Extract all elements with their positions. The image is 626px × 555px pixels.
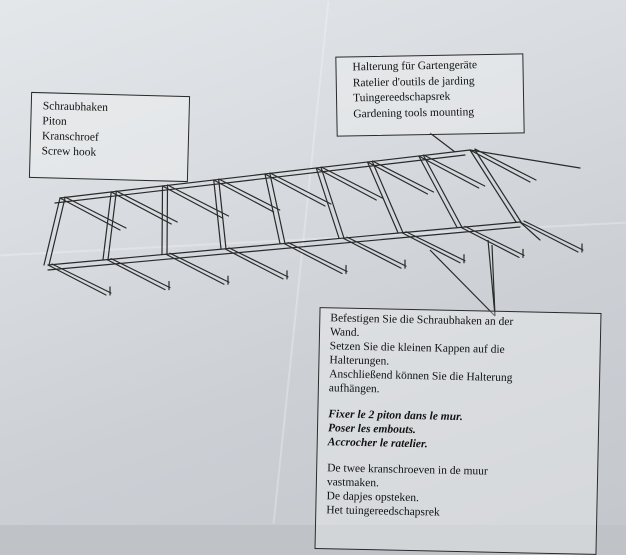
pointer-line <box>487 239 496 317</box>
lower-prong <box>51 263 112 294</box>
frame-post <box>320 167 345 239</box>
bottom-rail <box>47 226 521 271</box>
lower-prong <box>519 221 579 253</box>
tool-prong <box>115 190 178 223</box>
pointer-line <box>429 132 456 153</box>
tool-prong <box>218 178 281 211</box>
lower-prong <box>460 226 520 258</box>
lower-prong <box>283 242 343 275</box>
tool-prong <box>423 154 486 187</box>
lower-prong <box>401 232 461 264</box>
lower-prong <box>342 237 402 269</box>
frame-post <box>43 197 61 266</box>
frame-post <box>423 155 463 228</box>
lower-prong <box>228 247 289 278</box>
frame-post <box>218 179 227 250</box>
tool-prong <box>320 166 383 199</box>
lower-prong <box>165 253 225 285</box>
frame-post <box>371 161 404 234</box>
tool-prong <box>166 184 230 217</box>
tool-prong <box>64 196 127 229</box>
pointer-line <box>491 244 496 317</box>
tool-prong <box>371 160 435 193</box>
mounting-instructions: Befestigen Sie die Schraubhaken an der W… <box>314 307 602 555</box>
frame-post <box>474 149 522 223</box>
frame-post <box>166 185 169 255</box>
lower-prong <box>106 259 166 291</box>
tool-prong <box>161 185 224 219</box>
lower-prong <box>47 264 107 296</box>
rack-illustration <box>43 132 584 317</box>
lower-prong <box>346 236 407 267</box>
tool-prong <box>418 155 480 189</box>
tool-prong <box>213 179 275 213</box>
frame-post <box>366 161 399 234</box>
pointer-line <box>429 249 496 317</box>
lower-prong <box>464 225 525 256</box>
frame-post <box>161 185 164 255</box>
tool-prong <box>366 161 429 195</box>
frame-post <box>213 179 222 250</box>
frame-post <box>264 173 281 245</box>
tool-rack-label: Halterung für Gartengeräte Ratelier d'ou… <box>335 53 525 137</box>
lower-prong <box>287 241 348 273</box>
frame-post <box>107 191 117 261</box>
tool-prong <box>264 173 326 207</box>
tool-prong <box>110 191 172 225</box>
tool-prong <box>59 197 121 231</box>
lower-prong <box>224 248 284 280</box>
instruction-sheet <box>0 0 626 525</box>
frame-post <box>102 191 112 261</box>
lower-prong <box>110 258 171 289</box>
lower-prong <box>523 220 584 251</box>
tool-prong <box>315 167 377 201</box>
tool-prong <box>269 172 332 205</box>
lower-prong <box>405 231 466 262</box>
frame-post <box>48 197 66 266</box>
tool-prong <box>474 148 537 181</box>
frame-post <box>469 149 517 223</box>
frame-post <box>315 167 340 239</box>
frame-post <box>269 173 286 245</box>
label-line: Screw hook <box>41 145 97 159</box>
end-rail <box>519 221 541 241</box>
tool-prong <box>469 149 531 183</box>
screw-hook-label: Schraubhaken Piton Kranschroef Screw hoo… <box>28 91 191 183</box>
frame-post <box>418 155 458 228</box>
lower-prong <box>169 252 230 283</box>
end-rail <box>469 149 581 169</box>
label-line: Gardening tools mounting <box>353 105 475 120</box>
